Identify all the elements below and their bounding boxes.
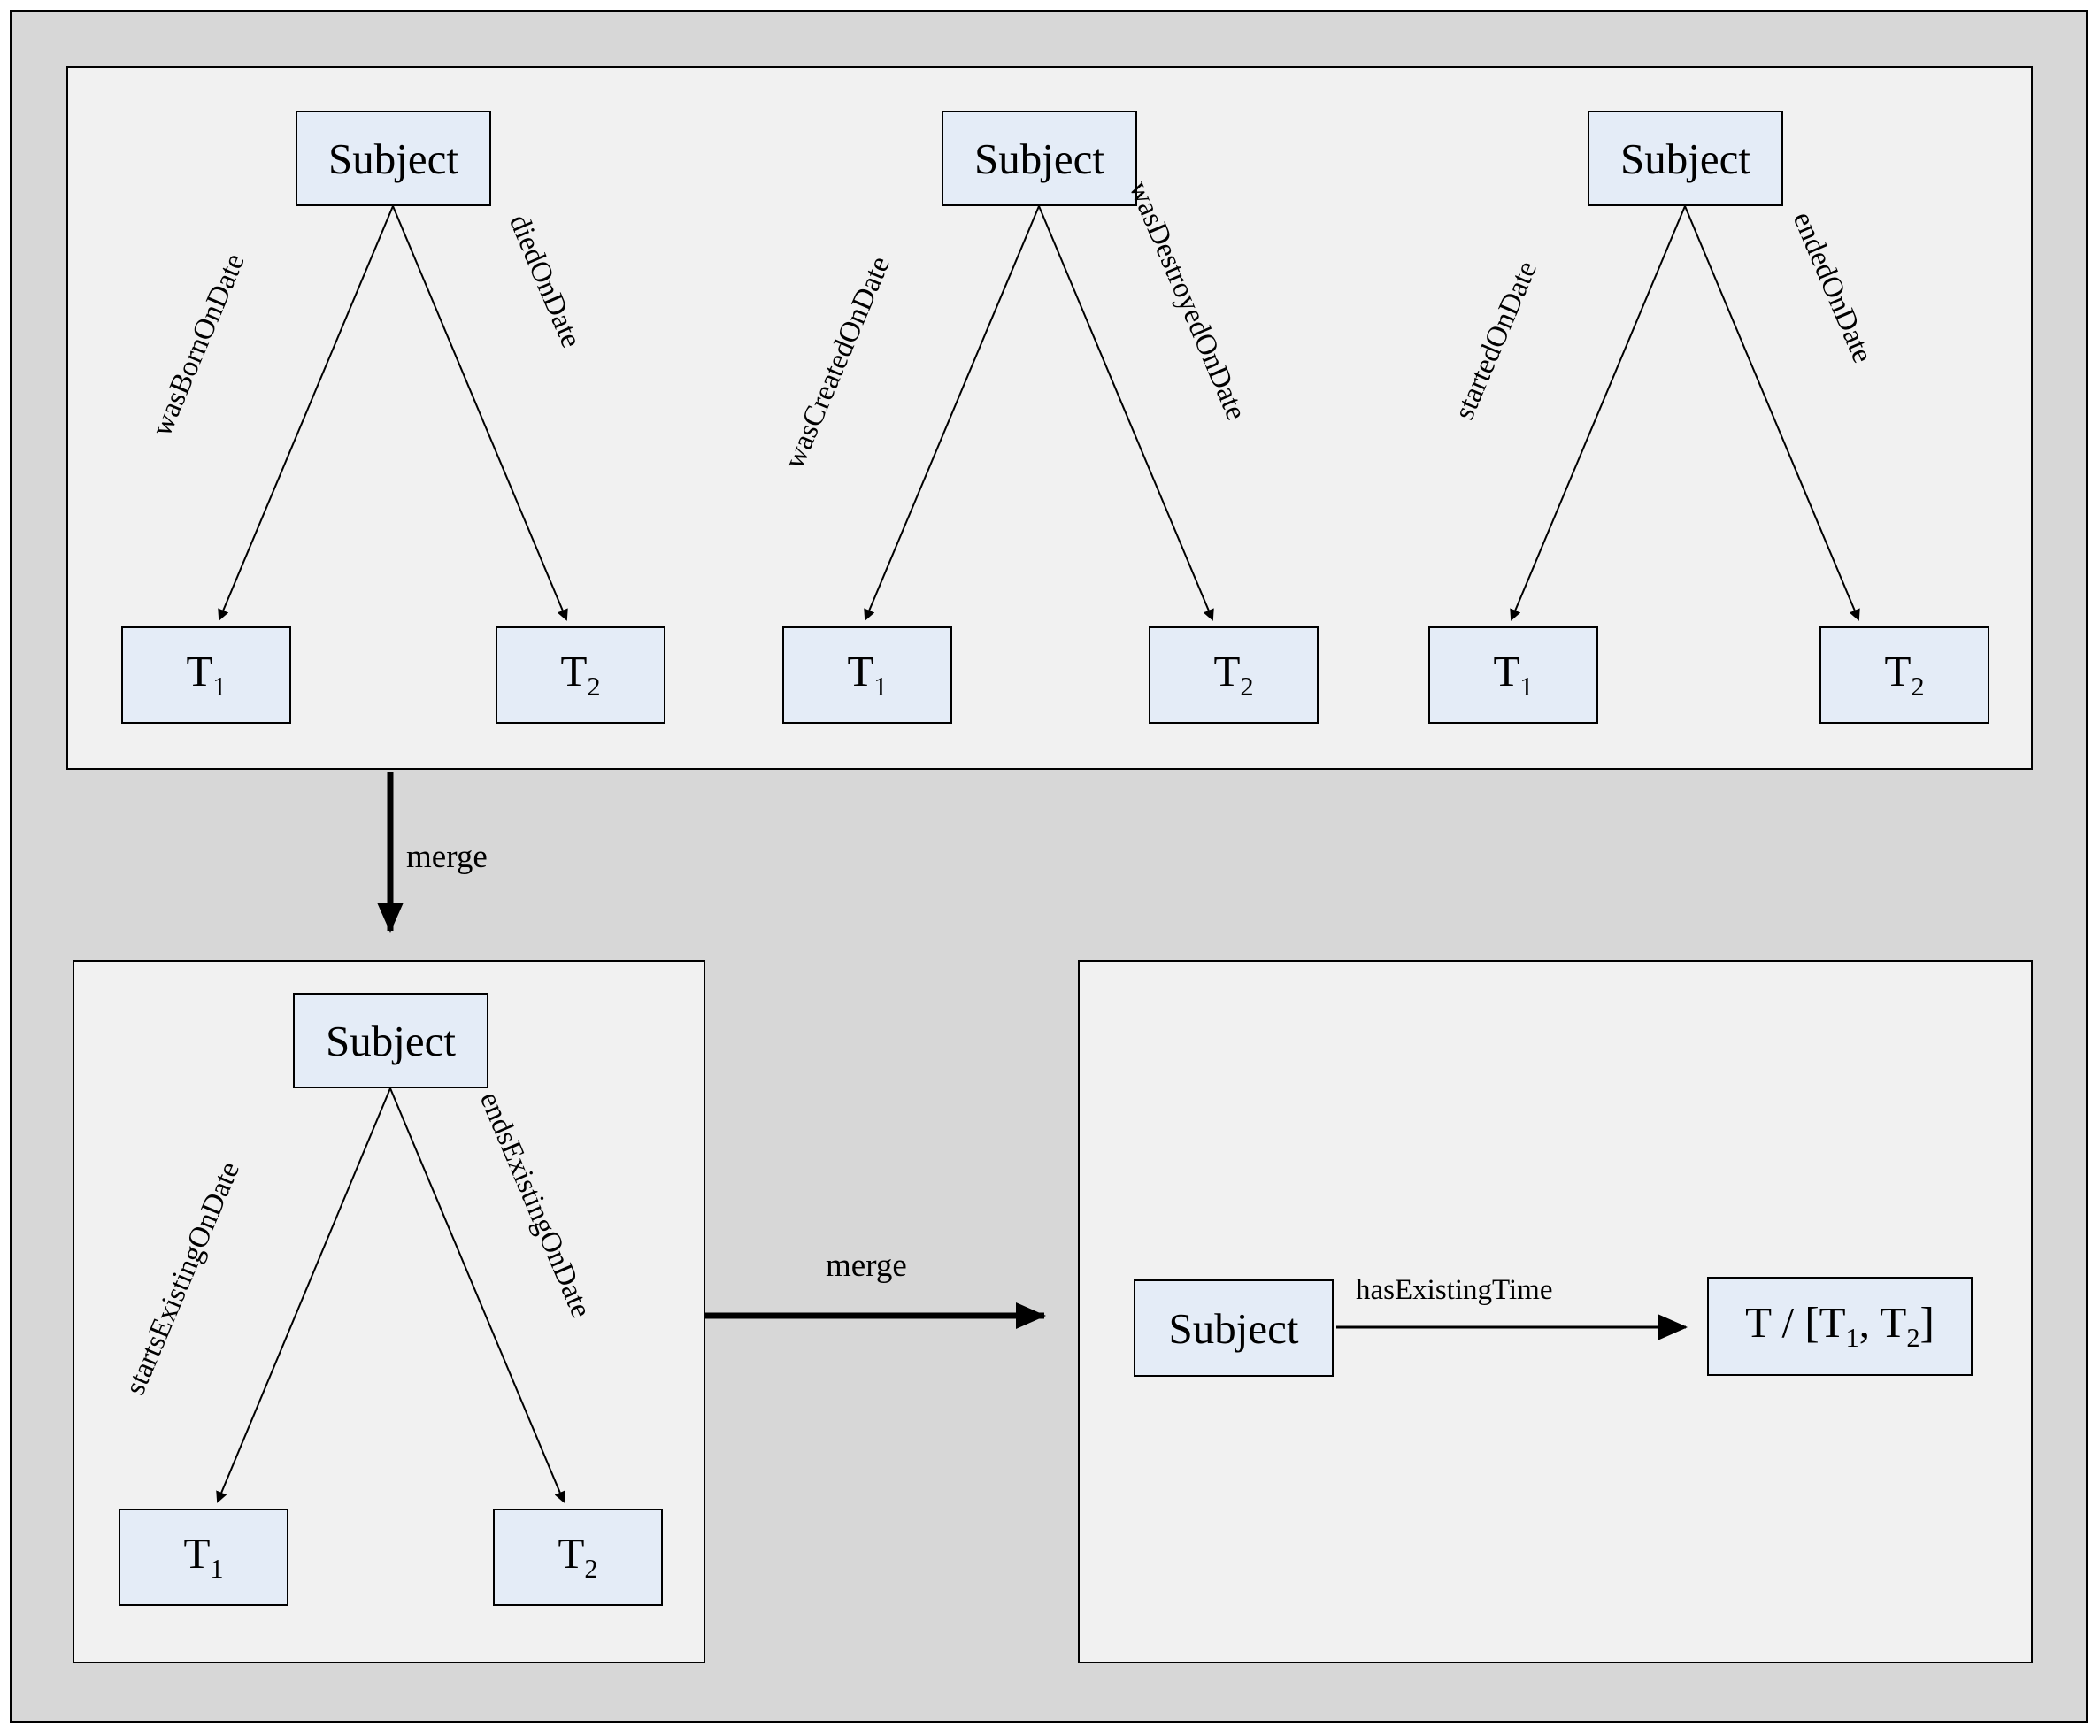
time-node-label: T2 [1213, 647, 1254, 703]
time-node-label: T1 [847, 647, 888, 703]
subject-node-label: Subject [1168, 1303, 1299, 1353]
time-node-artifact-t2[interactable]: T2 [1149, 626, 1319, 724]
subject-node-artifact[interactable]: Subject [942, 111, 1137, 206]
time-node-event-t2[interactable]: T2 [1819, 626, 1989, 724]
subject-node-merged[interactable]: Subject [293, 993, 488, 1088]
time-node-merged-t1[interactable]: T1 [119, 1509, 288, 1606]
time-node-artifact-t1[interactable]: T1 [782, 626, 952, 724]
merge-label-vertical: merge [406, 839, 488, 875]
edge-label-hasExistingTime: hasExistingTime [1356, 1274, 1553, 1306]
subject-node-label: Subject [328, 134, 458, 183]
time-node-merged-t2[interactable]: T2 [493, 1509, 663, 1606]
time-node-label: T2 [1884, 647, 1925, 703]
subject-node-event[interactable]: Subject [1588, 111, 1783, 206]
subject-node-final[interactable]: Subject [1134, 1279, 1334, 1377]
time-node-label: T1 [1493, 647, 1534, 703]
subject-node-label: Subject [974, 134, 1104, 183]
time-node-label: T1 [186, 647, 227, 703]
time-node-label: T2 [558, 1529, 598, 1585]
time-node-label: T2 [560, 647, 601, 703]
time-node-label: T / [T1, T2] [1745, 1298, 1935, 1354]
subject-node-person[interactable]: Subject [296, 111, 491, 206]
time-node-label: T1 [183, 1529, 224, 1585]
time-node-person-t2[interactable]: T2 [496, 626, 665, 724]
time-node-person-t1[interactable]: T1 [121, 626, 291, 724]
merge-label-horizontal: merge [826, 1248, 907, 1284]
time-node-event-t1[interactable]: T1 [1428, 626, 1598, 724]
subject-node-label: Subject [1620, 134, 1750, 183]
subject-node-label: Subject [326, 1016, 456, 1065]
time-node-final-interval[interactable]: T / [T1, T2] [1707, 1277, 1973, 1376]
